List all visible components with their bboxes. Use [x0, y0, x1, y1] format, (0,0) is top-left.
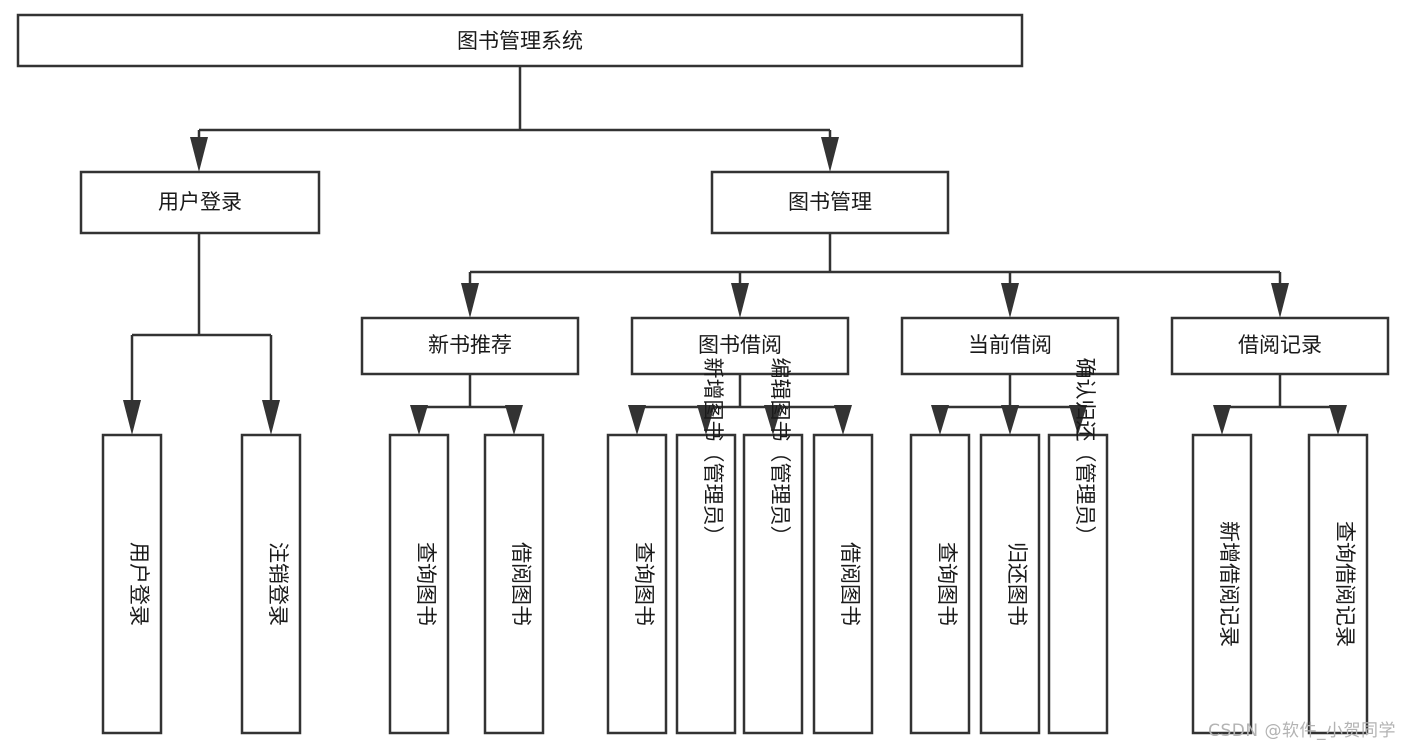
arrow-borrow-record-leaf-1: [1213, 405, 1231, 435]
arrow-book-manage-child-2: [731, 283, 749, 318]
node-new-book-recommend-box[interactable]: [360, 316, 580, 376]
arrow-user-login-leaf-2: [262, 400, 280, 435]
edge-group-new-book: [410, 374, 523, 435]
leaf-node-borrow-record-query-box[interactable]: [1307, 433, 1369, 735]
node-current-borrow-label: 当前借阅: [968, 333, 1052, 357]
leaf-node-book-borrow-borrow-box[interactable]: [812, 433, 874, 735]
leaf-node-new-book-query-box[interactable]: [388, 433, 450, 735]
leaf-node-book-borrow-edit[interactable]: 编辑图书（管理员）: [742, 358, 804, 735]
arrow-current-borrow-leaf-2: [1001, 405, 1019, 435]
leaf-node-book-borrow-query-box[interactable]: [606, 433, 668, 735]
leaf-node-current-borrow-query-box[interactable]: [909, 433, 971, 735]
arrow-borrow-record-leaf-2: [1329, 405, 1347, 435]
leaf-node-book-borrow-add-label: 新增图书（管理员）: [701, 358, 725, 547]
leaf-node-user-login-login-box[interactable]: [101, 433, 163, 735]
node-book-manage-box[interactable]: [710, 170, 950, 235]
leaf-node-borrow-record-add[interactable]: 新增借阅记录: [1191, 433, 1253, 735]
leaf-node-user-login-logout[interactable]: 注销登录: [240, 433, 302, 735]
leaf-node-current-borrow-confirm-box[interactable]: [1047, 433, 1109, 735]
leaf-node-current-borrow-confirm[interactable]: 确认归还（管理员）: [1047, 358, 1109, 735]
node-borrow-record-label: 借阅记录: [1238, 333, 1322, 357]
arrow-book-manage-child-4: [1271, 283, 1289, 318]
leaf-node-book-borrow-borrow[interactable]: 借阅图书: [812, 433, 874, 735]
arrow-current-borrow-leaf-3: [1069, 405, 1087, 435]
arrow-user-login-leaf-1: [123, 400, 141, 435]
leaf-node-book-borrow-edit-box[interactable]: [742, 433, 804, 735]
node-user-login[interactable]: 用户登录: [79, 170, 321, 235]
node-root-system-box[interactable]: [16, 13, 1024, 68]
arrow-book-manage-child-1: [461, 283, 479, 318]
node-book-manage[interactable]: 图书管理: [710, 170, 950, 235]
edge-group-book-manage: [461, 233, 1289, 318]
arrow-new-book-leaf-2: [505, 405, 523, 435]
node-new-book-recommend-label: 新书推荐: [428, 333, 512, 357]
node-current-borrow-box[interactable]: [900, 316, 1120, 376]
arrow-book-manage-child-3: [1001, 283, 1019, 318]
edge-group-root: [190, 66, 839, 172]
node-user-login-label: 用户登录: [158, 190, 242, 214]
node-root-system[interactable]: 图书管理系统: [16, 13, 1024, 68]
node-borrow-record[interactable]: 借阅记录: [1170, 316, 1390, 376]
leaf-node-borrow-record-add-box[interactable]: [1191, 433, 1253, 735]
leaf-node-current-borrow-return-box[interactable]: [979, 433, 1041, 735]
leaf-node-book-borrow-borrow-label: 借阅图书: [838, 542, 862, 626]
node-book-borrow-label: 图书借阅: [698, 333, 782, 357]
edge-group-book-borrow: [628, 374, 852, 435]
leaf-node-new-book-borrow[interactable]: 借阅图书: [483, 433, 545, 735]
leaf-node-new-book-query[interactable]: 查询图书: [388, 433, 450, 735]
leaf-node-new-book-borrow-box[interactable]: [483, 433, 545, 735]
leaf-node-book-borrow-add-box[interactable]: [675, 433, 737, 735]
arrow-current-borrow-leaf-1: [931, 405, 949, 435]
leaf-node-book-borrow-edit-label: 编辑图书（管理员）: [768, 358, 792, 547]
node-borrow-record-box[interactable]: [1170, 316, 1390, 376]
node-book-manage-label: 图书管理: [788, 190, 872, 214]
leaf-node-borrow-record-query-label: 查询借阅记录: [1333, 521, 1357, 647]
node-new-book-recommend[interactable]: 新书推荐: [360, 316, 580, 376]
arrow-root-to-user-login: [190, 137, 208, 172]
leaf-node-user-login-login-label: 用户登录: [127, 542, 151, 626]
arrow-root-to-book-manage: [821, 137, 839, 172]
leaf-node-current-borrow-query-label: 查询图书: [935, 542, 959, 626]
leaf-node-current-borrow-query[interactable]: 查询图书: [909, 433, 971, 735]
leaf-node-current-borrow-confirm-label: 确认归还（管理员）: [1073, 358, 1097, 547]
arrow-book-borrow-leaf-3: [764, 405, 782, 435]
edge-group-current-borrow: [931, 374, 1087, 435]
leaf-node-book-borrow-query[interactable]: 查询图书: [606, 433, 668, 735]
leaf-node-user-login-logout-box[interactable]: [240, 433, 302, 735]
edge-group-user-login: [123, 233, 280, 435]
leaf-node-borrow-record-query[interactable]: 查询借阅记录: [1307, 433, 1369, 735]
leaf-node-new-book-query-label: 查询图书: [414, 542, 438, 626]
arrow-book-borrow-leaf-4: [834, 405, 852, 435]
leaf-node-current-borrow-return[interactable]: 归还图书: [979, 433, 1041, 735]
node-book-borrow[interactable]: 图书借阅: [630, 316, 850, 376]
leaf-node-borrow-record-add-label: 新增借阅记录: [1217, 521, 1241, 647]
leaf-node-user-login-logout-label: 注销登录: [266, 542, 290, 626]
arrow-new-book-leaf-1: [410, 405, 428, 435]
node-book-borrow-box[interactable]: [630, 316, 850, 376]
arrow-book-borrow-leaf-2: [697, 405, 715, 435]
edge-group-borrow-record: [1213, 374, 1347, 435]
arrow-book-borrow-leaf-1: [628, 405, 646, 435]
node-current-borrow[interactable]: 当前借阅: [900, 316, 1120, 376]
node-root-system-label: 图书管理系统: [457, 29, 583, 53]
leaf-node-new-book-borrow-label: 借阅图书: [509, 542, 533, 626]
node-user-login-box[interactable]: [79, 170, 321, 235]
leaf-node-book-borrow-add[interactable]: 新增图书（管理员）: [675, 358, 737, 735]
leaf-node-current-borrow-return-label: 归还图书: [1005, 542, 1029, 626]
leaf-node-user-login-login[interactable]: 用户登录: [101, 433, 163, 735]
leaf-node-book-borrow-query-label: 查询图书: [632, 542, 656, 626]
